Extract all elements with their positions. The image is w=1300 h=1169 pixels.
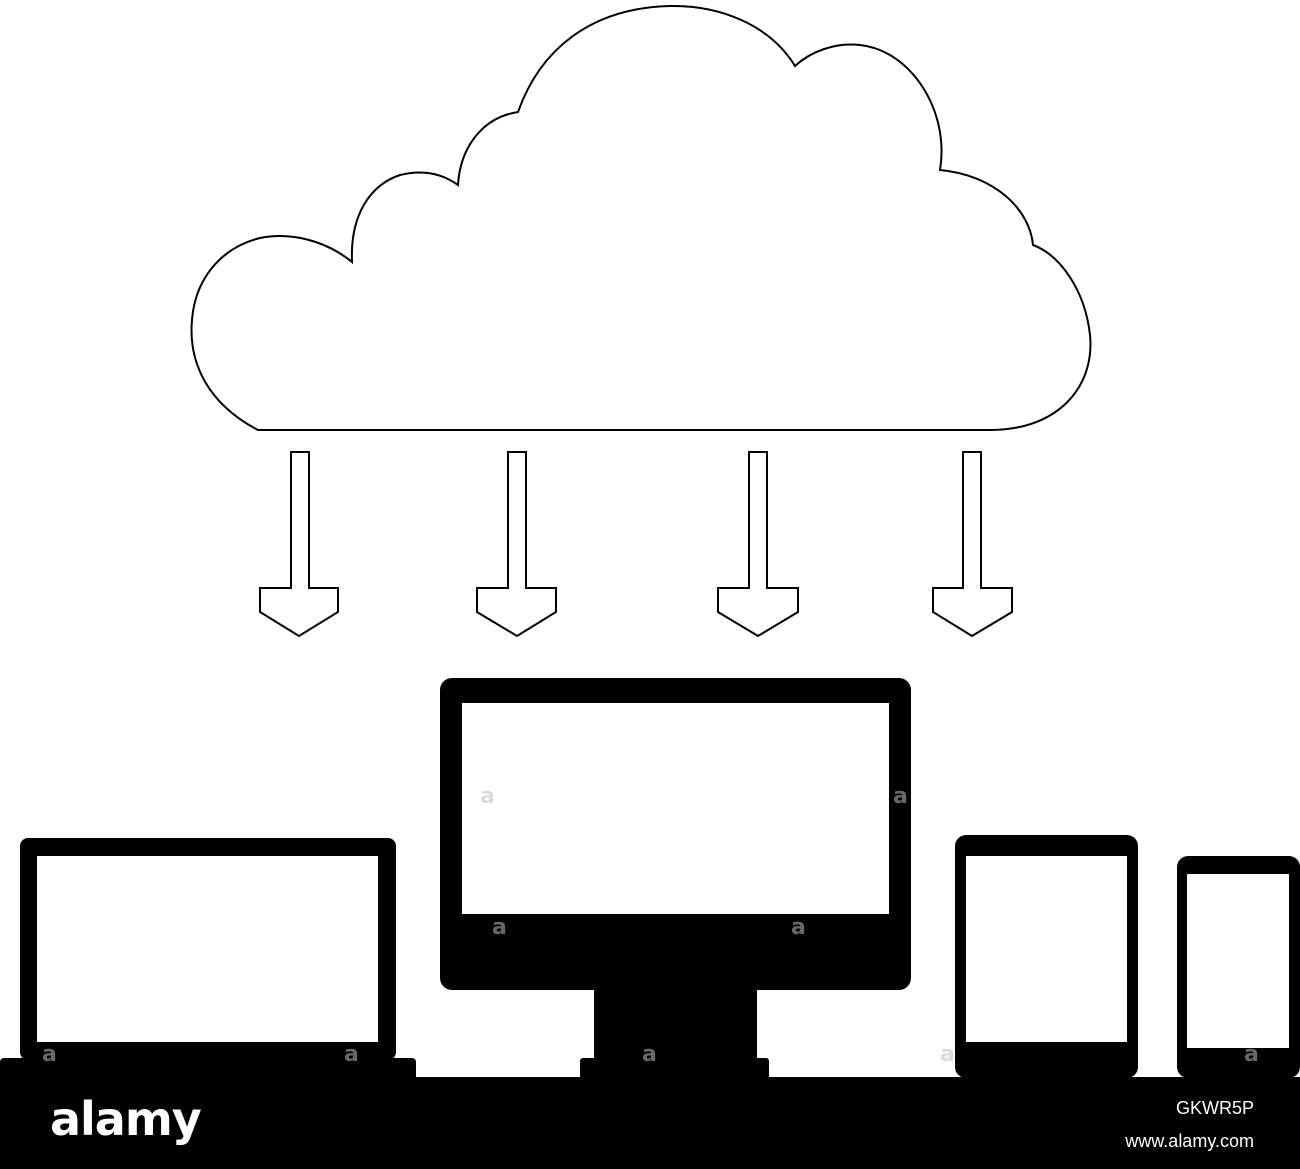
monitor-icon	[440, 678, 911, 1080]
image-id: GKWR5P	[1175, 1098, 1254, 1118]
monitor-stand	[594, 988, 757, 1060]
down-arrow-icon	[259, 451, 339, 638]
monitor-screen	[462, 703, 889, 914]
tablet-icon	[955, 835, 1138, 1078]
alamy-logo: alamy	[50, 1092, 202, 1146]
monitor-foot	[580, 1058, 769, 1080]
watermark: a	[480, 784, 495, 809]
laptop-screen	[37, 856, 378, 1042]
down-arrow-icon	[932, 451, 1013, 638]
footer-bar: alamy GKWR5P www.alamy.com	[0, 1080, 1300, 1169]
watermark: a	[642, 1042, 657, 1067]
down-arrow-icon	[476, 451, 557, 638]
watermark: a	[940, 1042, 955, 1067]
watermark: a	[791, 915, 806, 940]
laptop-icon	[0, 838, 416, 1080]
watermark: a	[492, 915, 507, 940]
tablet-screen	[966, 856, 1127, 1042]
watermark: a	[1244, 1042, 1259, 1067]
phone-icon	[1177, 856, 1300, 1078]
watermark: a	[344, 1042, 359, 1067]
watermark: a	[42, 1042, 57, 1067]
laptop-base	[0, 1058, 416, 1080]
phone-screen	[1187, 874, 1289, 1048]
site-url: www.alamy.com	[1125, 1131, 1254, 1151]
down-arrow-icon	[717, 451, 799, 638]
watermark: a	[893, 784, 908, 809]
ground-line	[0, 1077, 1300, 1080]
cloud-icon	[190, 4, 1092, 431]
